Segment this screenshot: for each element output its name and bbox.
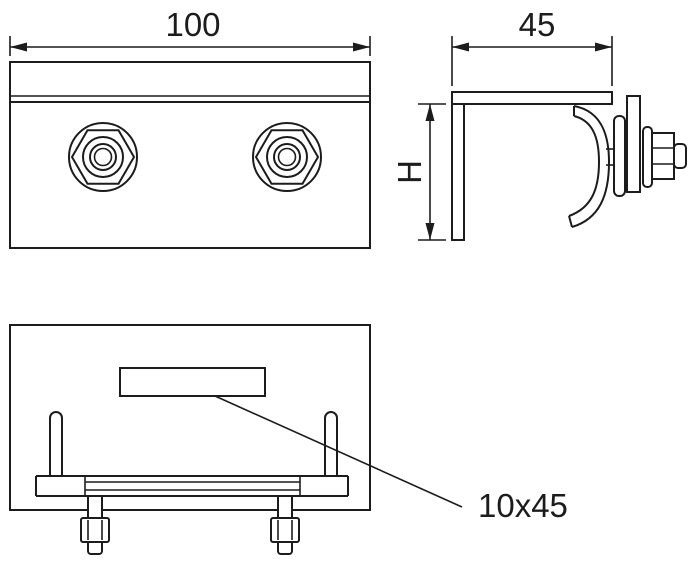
washer-inner [613,115,626,197]
front-outline [9,61,371,249]
dim-label-width: 100 [165,6,220,43]
guide-pin-left [49,411,63,477]
dim-label-depth: 45 [519,6,556,43]
dim-front-width: 100 [9,6,371,56]
bolt-bottom-right [270,495,300,555]
bottom-outline [9,324,371,511]
clamp-hook-inner [568,115,601,217]
side-top-plate [451,91,613,105]
hex-nut-side [651,132,675,180]
bolt-front-left [68,122,138,192]
clamp-hook-outer [571,105,611,228]
arrowhead-bottom [425,223,435,240]
dim-label-slot: 10x45 [478,487,568,524]
arrowhead-right [353,42,370,52]
bottom-view [9,324,371,555]
arrowhead-right [595,42,612,52]
dim-side-depth: 45 [451,6,613,86]
clamp-hook-bottom-edge [568,215,573,228]
washer-outer [642,126,653,188]
dim-label-height: H [391,160,428,184]
dim-side-height: H [391,103,446,241]
arrowhead-left [10,42,27,52]
slot-opening [119,367,266,397]
arrowhead-left [452,42,469,52]
clamp-plate [626,95,641,193]
side-vertical-leg [451,104,465,241]
arrowhead-top [425,104,435,121]
guide-pin-right [324,411,338,477]
slot-callout: 10x45 [214,395,568,524]
leader-line [214,395,463,508]
bolt-tip [673,143,687,169]
side-view [451,91,687,241]
bolt-bottom-left [80,495,110,555]
bolt-front-right [252,122,322,192]
front-view [9,61,371,249]
